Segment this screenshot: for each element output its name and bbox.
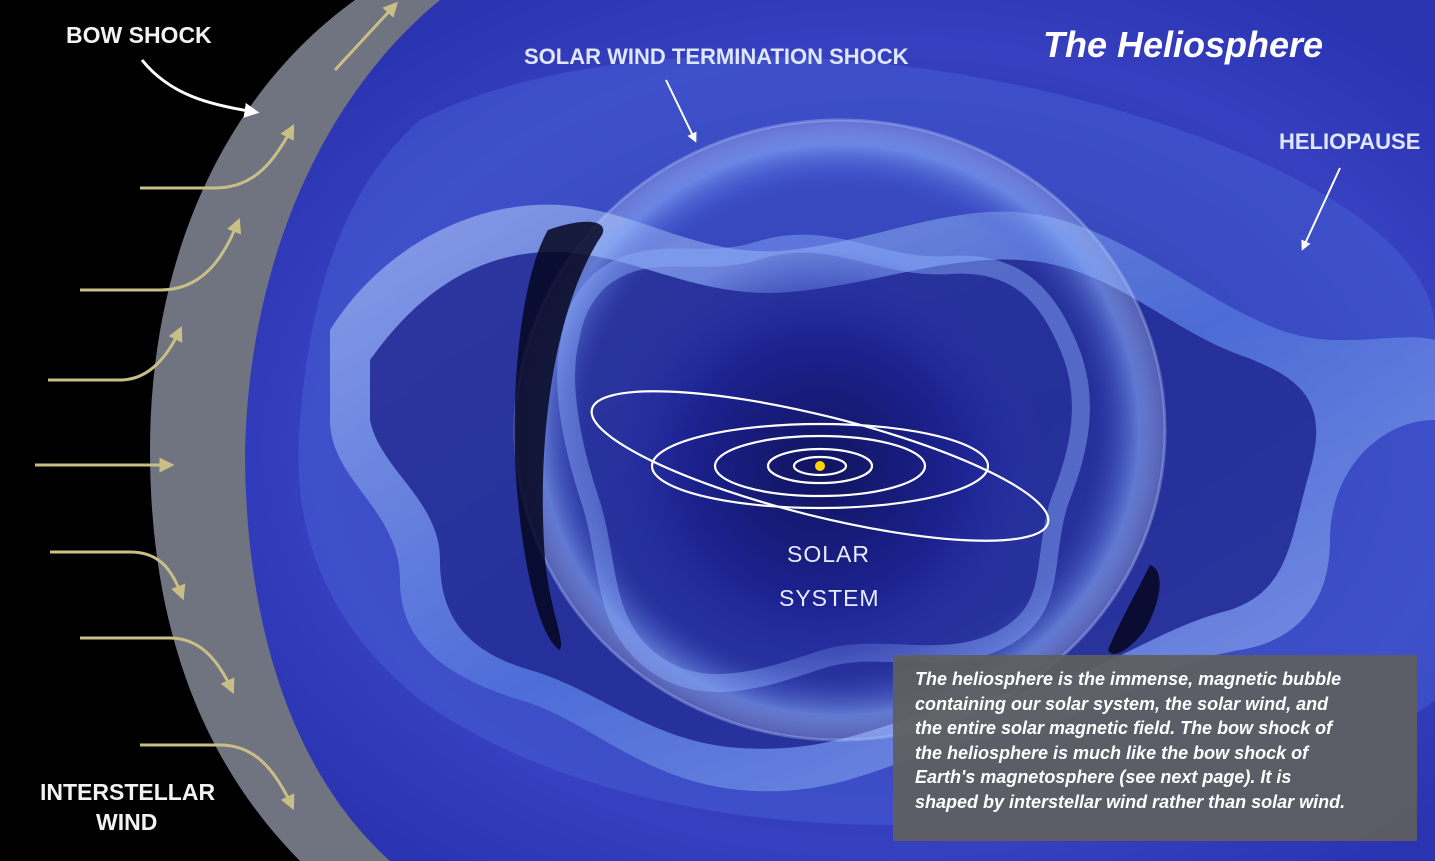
diagram-title: The Heliosphere <box>1043 24 1324 65</box>
wind-label: WIND <box>96 809 158 835</box>
bow-shock-pointer <box>140 59 260 118</box>
caption-line: the entire solar magnetic field. The bow… <box>915 718 1333 738</box>
interstellar-label: INTERSTELLAR <box>40 779 216 805</box>
bow-shock-band <box>150 0 440 861</box>
termination-shock-pointer <box>665 79 697 143</box>
solar-label: SOLAR <box>787 541 870 567</box>
heliopause-label: HELIOPAUSE <box>1279 129 1421 154</box>
termination-shock-label: SOLAR WIND TERMINATION SHOCK <box>524 44 909 69</box>
system-label: SYSTEM <box>779 585 880 611</box>
heliopause-pointer <box>1301 167 1341 251</box>
caption-box: The heliosphere is the immense, magnetic… <box>893 655 1417 841</box>
solar-system-orbits <box>590 390 1050 542</box>
caption-line: Earth's magnetosphere (see next page). I… <box>915 767 1292 787</box>
shock-gap-right <box>1108 565 1160 654</box>
caption-line: The heliosphere is the immense, magnetic… <box>915 669 1342 689</box>
bow-shock-label: BOW SHOCK <box>66 22 212 48</box>
caption-text: The heliosphere is the immense, magnetic… <box>915 667 1397 814</box>
sun <box>815 461 825 471</box>
inner-wavy-ring <box>557 234 1090 693</box>
shock-gap-left <box>514 221 604 650</box>
caption-line: shaped by interstellar wind rather than … <box>915 791 1346 812</box>
caption-line: containing our solar system, the solar w… <box>915 693 1329 714</box>
caption-line: the heliosphere is much like the bow sho… <box>915 742 1309 763</box>
interstellar-wind-arrows <box>35 1 399 811</box>
